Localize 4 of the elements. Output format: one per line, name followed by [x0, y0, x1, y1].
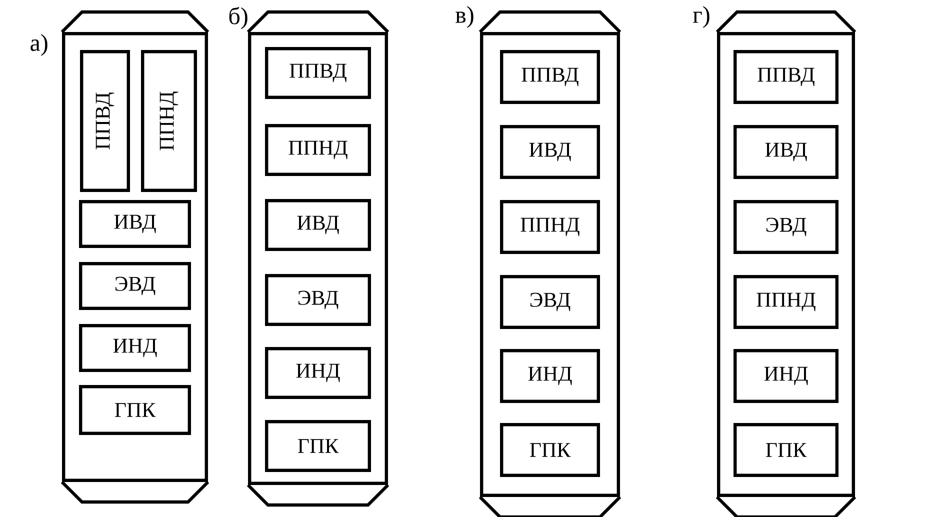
panel-label: а): [30, 34, 48, 56]
panel-label: в): [456, 6, 474, 28]
panel-label: г): [693, 6, 710, 28]
panel-label: б): [229, 6, 248, 30]
